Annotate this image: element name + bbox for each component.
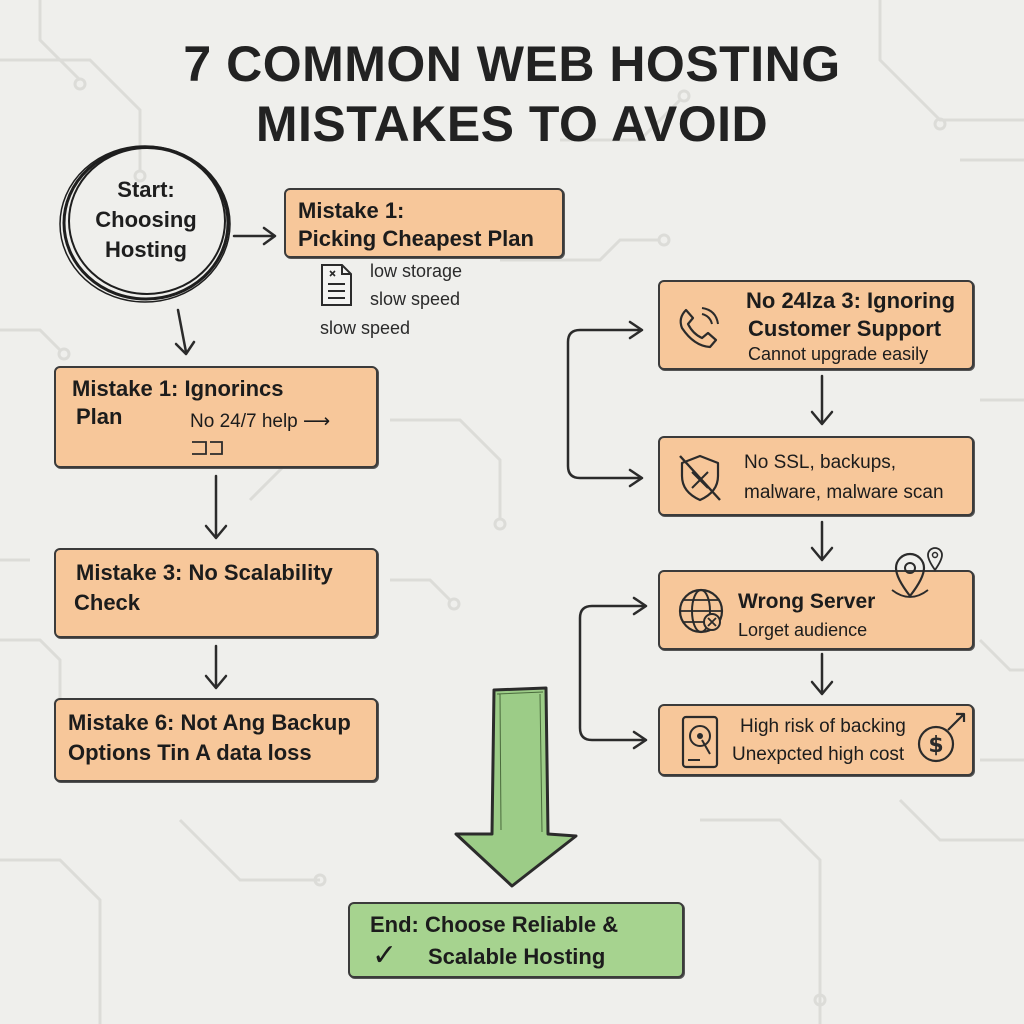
end-subtitle: Scalable Hosting [428, 944, 606, 969]
mistake-backup-box: Mistake 6: Not Ang Backup Options Tin A … [54, 698, 378, 782]
security-line-1: No SSL, backups, [744, 452, 897, 473]
cheapest-note-1: low storage [370, 261, 463, 281]
mistake-backup-subtitle: Options Tin A data loss [68, 740, 312, 765]
start-circle [59, 145, 231, 303]
support-subtitle: Customer Support [748, 316, 942, 341]
shield-off-icon [679, 454, 721, 502]
cost-box: High risk of backing Unexpcted high cost… [658, 704, 974, 776]
server-note: Lorget audience [738, 620, 868, 640]
start-line-3: Hosting [105, 237, 187, 262]
page-title: 7 COMMON WEB HOSTING MISTAKES TO AVOID [0, 34, 1024, 154]
cost-line-2: Unexpcted high cost [732, 744, 905, 765]
end-title: End: Choose Reliable & [370, 912, 619, 937]
location-pin-icon [891, 547, 943, 598]
security-line-2: malware, malware scan [744, 482, 944, 503]
mistake-ignoring-title: Mistake 1: Ignorincs [72, 376, 284, 401]
end-box: End: Choose Reliable & ✓ Scalable Hostin… [348, 902, 684, 978]
support-note: Cannot upgrade easily [748, 344, 929, 364]
mistake-scalability-box: Mistake 3: No Scalability Check [54, 548, 378, 638]
big-down-arrow [454, 686, 578, 888]
mistake-ignoring-plan-box: Mistake 1: Ignorincs Plan No 24/7 help ⟶ [54, 366, 378, 468]
security-box: No SSL, backups, malware, malware scan [658, 436, 974, 516]
start-node: Start: Choosing Hosting [70, 175, 222, 265]
hard-drive-icon [681, 715, 719, 769]
cost-line-1: High risk of backing [740, 716, 906, 737]
start-line-1: Start: [117, 177, 175, 202]
mistake-ignoring-note: No 24/7 help ⟶ [190, 411, 331, 432]
mistake-ignoring-subtitle: Plan [76, 404, 123, 429]
server-title: Wrong Server [738, 590, 876, 613]
cheapest-note-3: slow speed [320, 318, 411, 338]
mistake-scalability-subtitle: Check [74, 590, 141, 615]
dollar-growth-icon: $ [917, 712, 966, 763]
mistake-cheapest-title: Mistake 1: [298, 198, 405, 223]
mistake-cheapest-plan-box: Mistake 1: Picking Cheapest Plan [284, 188, 564, 258]
svg-text:$: $ [928, 733, 943, 758]
check-icon: ✓ [372, 939, 398, 972]
mistake-cheapest-subtitle: Picking Cheapest Plan [298, 226, 534, 251]
connectors [174, 226, 834, 750]
support-title: No 24lza 3: Ignoring [746, 288, 956, 313]
globe-icon [678, 588, 724, 634]
start-line-2: Choosing [95, 207, 197, 232]
title-line-1: 7 COMMON WEB HOSTING [183, 36, 841, 92]
phone-icon [679, 307, 719, 349]
cheapest-note-2: slow speed [370, 289, 461, 309]
support-box: No 24lza 3: Ignoring Customer Support Ca… [658, 280, 974, 370]
server-box: Wrong Server Lorget audience [658, 570, 974, 650]
title-line-2: MISTAKES TO AVOID [255, 96, 769, 152]
mistake-backup-title: Mistake 6: Not Ang Backup [68, 710, 351, 735]
plug-icon [192, 441, 223, 455]
mistake-scalability-title: Mistake 3: No Scalability [76, 560, 333, 585]
document-icon [321, 264, 352, 306]
